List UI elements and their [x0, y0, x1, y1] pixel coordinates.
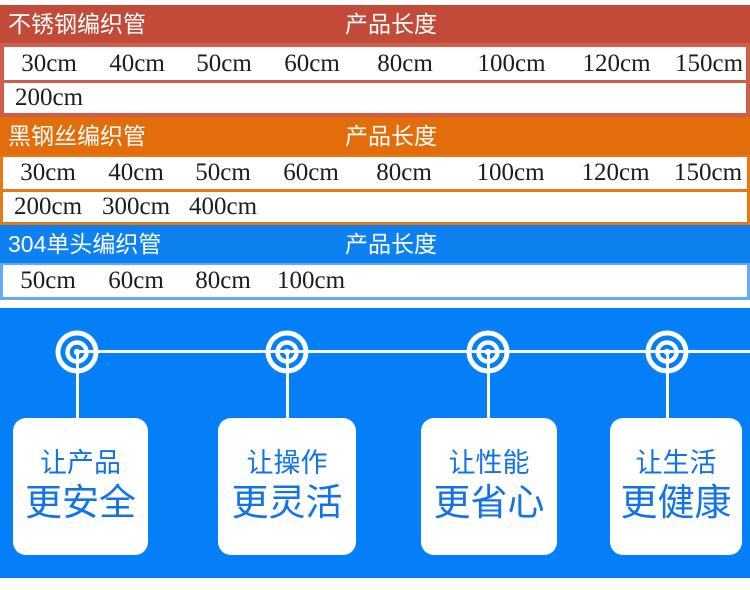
length-cell: 100cm [476, 159, 545, 186]
table-header: 304单头编织管 产品长度 [0, 225, 750, 263]
length-cell: 80cm [377, 49, 433, 77]
table-header: 不锈钢编织管 产品长度 [0, 5, 750, 43]
bottom-margin [0, 578, 750, 590]
length-cell: 60cm [284, 49, 340, 77]
length-cell: 40cm [108, 159, 164, 186]
length-cell: 50cm [196, 49, 252, 77]
length-column-label: 产品长度 [345, 11, 437, 37]
table-row: 30cm 40cm 50cm 60cm 80cm 100cm 120cm 150… [3, 157, 747, 189]
feature-banner: 让产品 更安全 让操作 更灵活 让性能 更省心 让生活 更健康 [0, 308, 750, 578]
length-cell: 400cm [188, 193, 258, 220]
length-cell: 100cm [477, 49, 546, 77]
length-cell: 50cm [20, 267, 76, 294]
length-rows: 30cm 40cm 50cm 60cm 80cm 100cm 120cm 150… [0, 155, 750, 225]
table-black-wire-braided-tube: 黑钢丝编织管 产品长度 30cm 40cm 50cm 60cm 80cm 100… [0, 117, 750, 225]
table-row: 30cm 40cm 50cm 60cm 80cm 100cm 120cm 150… [4, 47, 746, 80]
feature-line2: 更省心 [433, 482, 545, 524]
table-304-single-head-braided-tube: 304单头编织管 产品长度 50cm 60cm 80cm 100cm [0, 225, 750, 300]
length-cell: 60cm [283, 159, 339, 186]
table-stainless-braided-tube: 不锈钢编织管 产品长度 30cm 40cm 50cm 60cm 80cm 100… [0, 5, 750, 117]
feature-card-worry-free-performance: 让性能 更省心 [421, 418, 557, 555]
table-row: 200cm 300cm 400cm [3, 189, 747, 222]
length-cell: 80cm [195, 267, 251, 294]
length-cell: 30cm [21, 49, 77, 77]
feature-line2: 更安全 [25, 482, 136, 524]
length-cell: 120cm [581, 159, 650, 186]
length-cell: 30cm [20, 159, 76, 186]
length-cell: 100cm [276, 267, 346, 294]
length-rows: 30cm 40cm 50cm 60cm 80cm 100cm 120cm 150… [0, 43, 750, 117]
feature-card-healthier-life: 让生活 更健康 [610, 418, 742, 555]
length-cell: 150cm [673, 159, 743, 186]
feature-card-safer-product: 让产品 更安全 [13, 418, 148, 555]
feature-line2: 更灵活 [231, 482, 343, 524]
table-row: 200cm [4, 80, 746, 113]
feature-line1: 让操作 [246, 448, 328, 479]
feature-card-flexible-operation: 让操作 更灵活 [218, 418, 356, 555]
length-column-label: 产品长度 [345, 123, 437, 149]
length-cell: 300cm [101, 193, 171, 220]
connector-vertical-line [487, 352, 490, 420]
length-cell: 50cm [195, 159, 251, 186]
connector-vertical-line [76, 352, 79, 420]
product-name: 304单头编织管 [8, 231, 162, 257]
length-cell: 80cm [376, 159, 432, 186]
length-cell: 150cm [674, 49, 744, 77]
feature-line1: 让性能 [448, 448, 530, 479]
connector-vertical-line [286, 352, 289, 420]
length-cell: 200cm [13, 193, 83, 220]
product-name: 黑钢丝编织管 [8, 123, 146, 149]
table-header: 黑钢丝编织管 产品长度 [0, 117, 750, 155]
connector-horizontal-line [77, 350, 750, 353]
product-name: 不锈钢编织管 [8, 11, 146, 37]
length-cell: 40cm [109, 49, 165, 77]
length-cell: 60cm [108, 267, 164, 294]
length-cell: 120cm [582, 49, 651, 77]
length-cell: 200cm [14, 84, 84, 111]
feature-line1: 让产品 [40, 448, 121, 479]
connector-vertical-line [666, 352, 669, 420]
feature-line1: 让生活 [635, 448, 717, 479]
length-rows: 50cm 60cm 80cm 100cm [0, 263, 750, 300]
feature-line2: 更健康 [620, 482, 732, 524]
table-row: 50cm 60cm 80cm 100cm [3, 265, 747, 297]
length-column-label: 产品长度 [345, 231, 437, 257]
